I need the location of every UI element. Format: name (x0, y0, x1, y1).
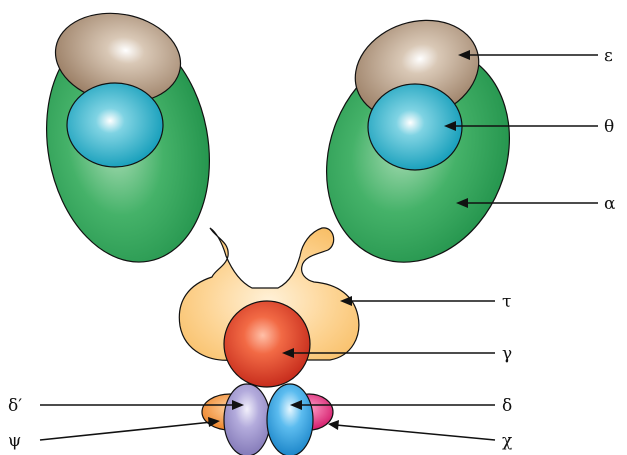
chi-pointer (335, 424, 496, 441)
label-tau: τ (502, 292, 511, 312)
clamp-loader-group (178, 227, 360, 455)
delta-subunit (266, 383, 314, 455)
tau-subunit (178, 227, 360, 361)
epsilon-arrowhead (458, 50, 470, 60)
alpha-arrowhead (456, 198, 468, 208)
label-chi: χ (502, 431, 512, 451)
label-delta-prime: δ′ (8, 396, 22, 416)
right-core-group (325, 19, 511, 263)
theta-arrowhead (444, 121, 456, 131)
label-theta: θ (604, 117, 614, 137)
label-gamma: γ (502, 344, 512, 364)
delta-prime-subunit (223, 383, 271, 455)
left-core-group (45, 12, 211, 263)
label-delta: δ (502, 396, 512, 416)
gamma-subunit (223, 300, 311, 388)
delta-arrowhead (290, 400, 302, 410)
labels: ε θ α τ γ δ′ δ ψ χ (8, 46, 616, 451)
delta-prime-arrowhead (232, 400, 244, 410)
tau-arrowhead (340, 296, 352, 306)
gamma-arrowhead (282, 348, 294, 358)
pointer-arrows (39, 50, 598, 441)
theta-subunit-right (367, 83, 463, 171)
theta-subunit-left (66, 82, 164, 168)
psi-arrowhead (208, 417, 220, 427)
chi-arrowhead (328, 420, 339, 430)
label-alpha: α (604, 194, 616, 214)
psi-pointer (39, 421, 213, 441)
label-psi: ψ (8, 431, 21, 451)
label-epsilon: ε (604, 46, 613, 66)
